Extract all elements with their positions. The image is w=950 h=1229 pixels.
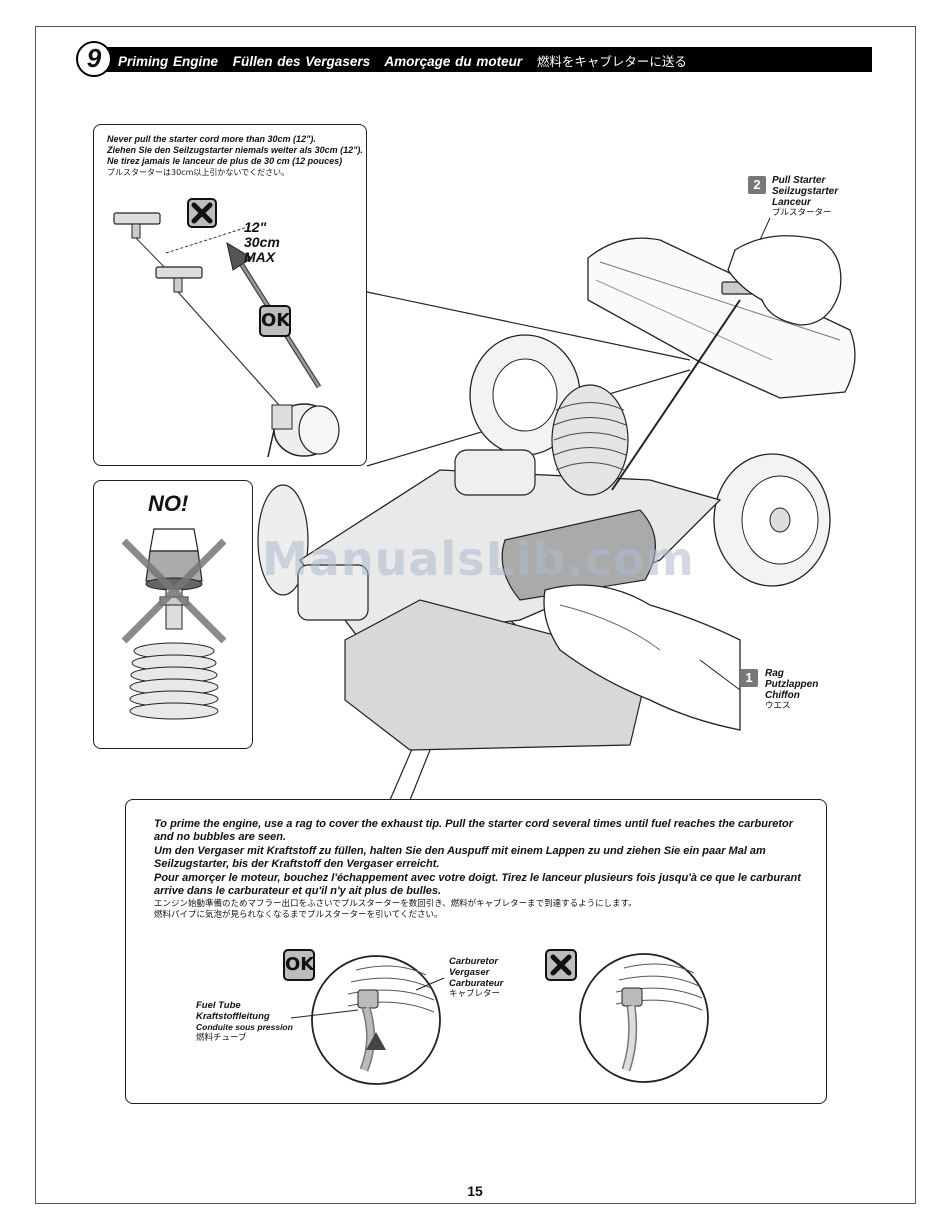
warning-de: Ziehen Sie den Seilzugstarter niemals we… (107, 145, 363, 155)
page-frame (35, 26, 916, 1204)
no-choke-box: NO! (93, 480, 253, 749)
rag-jp: ウエス (765, 701, 791, 711)
tube-jp: 燃料チューブ (196, 1033, 247, 1043)
rag-en: Rag (765, 668, 784, 679)
max-pull-label: 12" 30cm MAX (244, 220, 280, 265)
warning-text: Never pull the starter cord more than 30… (107, 134, 372, 178)
carburetor-label: Carburetor Vergaser Carburateur キャブレター (449, 956, 503, 1000)
title-jp: 燃料をキャブレターに送る (536, 54, 687, 69)
rag-fr: Chiffon (765, 690, 800, 701)
carb-jp: キャブレター (449, 989, 501, 999)
warning-box: Never pull the starter cord more than 30… (93, 124, 367, 466)
watermark: ManualsLib.com (262, 532, 695, 586)
carb-en: Carburetor (449, 956, 499, 967)
callout-number-pull: 2 (748, 176, 766, 194)
instruction-en: To prime the engine, use a rag to cover … (154, 818, 793, 843)
fuel-tube-label: Fuel Tube Kraftstoffleitung Conduite sou… (196, 1000, 293, 1044)
title-en: Priming Engine (118, 54, 219, 69)
callout-number-rag: 1 (740, 669, 758, 687)
detail-wrong-badge-icon (545, 949, 577, 981)
rag-de: Putzlappen (765, 679, 819, 690)
instruction-jp2: 燃料パイプに気泡が見られなくなるまでプルスターターを引いてください。 (154, 910, 443, 920)
starter-pull-illustration (113, 212, 340, 458)
warning-fr: Ne tirez jamais le lanceur de plus de 30… (107, 156, 343, 166)
callout-pull-starter: Pull Starter Seilzugstarter Lanceur プルスタ… (772, 175, 838, 219)
pull-jp: プルスターター (772, 208, 832, 218)
carb-fr: Carburateur (449, 978, 504, 989)
tube-de: Kraftstoffleitung (196, 1011, 270, 1022)
instruction-text: To prime the engine, use a rag to cover … (154, 818, 814, 921)
page-number: 15 (467, 1183, 483, 1199)
carb-de: Vergaser (449, 967, 490, 978)
step-header-bar: Priming Engine Füllen des Vergasers Amor… (94, 47, 872, 72)
pull-en: Pull Starter (772, 175, 826, 186)
engine-head-illustration (121, 528, 227, 720)
step-title: Priming Engine Füllen des Vergasers Amor… (118, 51, 687, 70)
max-inch: 12" (244, 219, 267, 235)
pull-fr: Lanceur (772, 197, 811, 208)
no-label: NO! (148, 491, 189, 516)
wrong-badge-icon (187, 198, 217, 228)
warning-jp: プルスターターは30cm以上引かないでください。 (107, 168, 290, 177)
detail-ok-badge-icon: OK (283, 949, 315, 981)
ok-badge-icon: OK (259, 305, 291, 337)
instruction-fr: Pour amorçer le moteur, bouchez l'échapp… (154, 872, 801, 897)
pull-de: Seilzugstarter (772, 186, 839, 197)
tube-fr: Conduite sous pression (196, 1022, 293, 1032)
tube-en: Fuel Tube (196, 1000, 241, 1011)
warning-en: Never pull the starter cord more than 30… (107, 134, 316, 144)
max-cm: 30cm (244, 234, 280, 250)
title-fr: Amorçage du moteur (384, 54, 523, 69)
callout-rag: Rag Putzlappen Chiffon ウエス (765, 668, 818, 712)
step-number: 9 (76, 41, 112, 77)
instruction-box: To prime the engine, use a rag to cover … (125, 799, 827, 1104)
instruction-de: Um den Vergaser mit Kraftstoff zu füllen… (154, 845, 766, 870)
title-de: Füllen des Vergasers (232, 54, 371, 69)
carburetor-ok-illustration (290, 953, 709, 1085)
instruction-jp1: エンジン始動準備のためマフラー出口をふさいでプルスターターを数回引き、燃料がキャ… (154, 899, 637, 909)
max-text: MAX (244, 249, 276, 265)
